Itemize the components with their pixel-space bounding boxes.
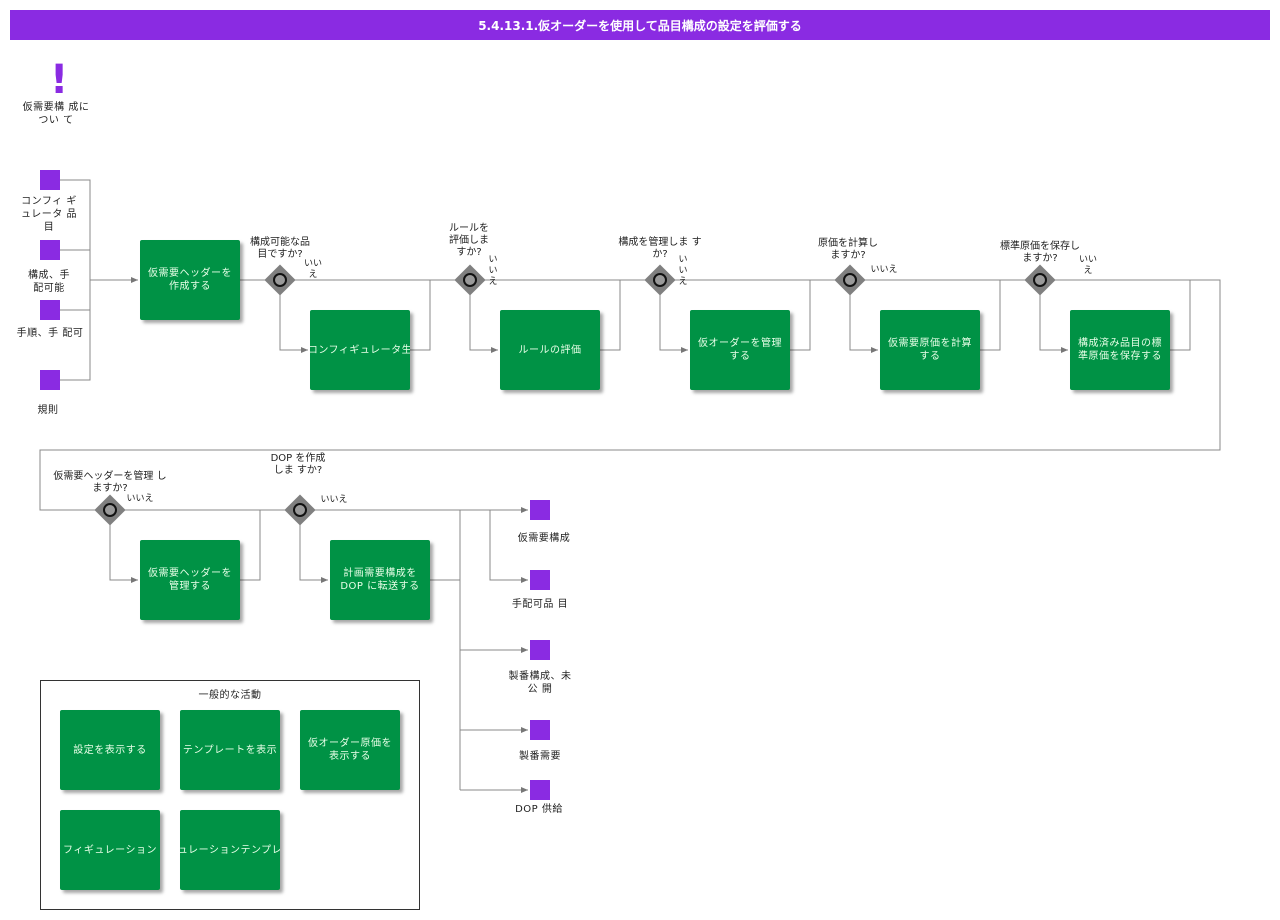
output-orderable-item[interactable] (530, 570, 550, 590)
input-label: コンフィ ギュレータ 品目 (21, 196, 77, 233)
task-configurator[interactable]: コンフィギュレータ生 (310, 310, 410, 390)
exclamation-icon: ! (50, 57, 69, 103)
task-calculate-cost[interactable]: 仮需要原価を計算 する (880, 310, 980, 390)
gateway-no-label: いいえ (870, 265, 898, 275)
gateway-question: DOP を作成しま すか? (270, 453, 326, 476)
task-save-standard-cost[interactable]: 構成済み品目の標 準原価を保存する (1070, 310, 1170, 390)
gateway-question: 構成可能な品 目ですか? (250, 237, 310, 260)
activity-show-settings[interactable]: 設定を表示する (60, 710, 160, 790)
task-manage-header[interactable]: 仮需要ヘッダーを 管理する (140, 540, 240, 620)
gateway-no-label: いい え (303, 259, 322, 280)
gateway-question: ルールを 評価しま すか? (449, 223, 489, 258)
output-planned-config[interactable] (530, 500, 550, 520)
diagram-title: 5.4.13.1.仮オーダーを使用して品目構成の設定を評価する (10, 10, 1270, 40)
gateway-question: 構成を管理しま すか? (618, 237, 702, 260)
general-activities-group (40, 680, 420, 910)
output-label: 仮需要構成 (517, 533, 571, 544)
output-order-config-unreleased[interactable] (530, 640, 550, 660)
input-configuration-orderable[interactable] (40, 240, 60, 260)
output-order-demand[interactable] (530, 720, 550, 740)
input-rules[interactable] (40, 370, 60, 390)
gateway-question: 仮需要ヘッダーを管理 しますか? (53, 471, 167, 494)
gateway-no-label: いい え (1078, 255, 1097, 276)
task-evaluate-rules[interactable]: ルールの評価 (500, 310, 600, 390)
gateway-no-label: いいえ (320, 495, 348, 505)
gateway-question: 原価を計算し ますか? (818, 238, 878, 261)
output-label: 製番構成、未 公 開 (508, 671, 572, 695)
activity-show-order-cost[interactable]: 仮オーダー原価を 表示する (300, 710, 400, 790)
input-label: 規則 (37, 405, 59, 416)
input-configurator-item[interactable] (40, 170, 60, 190)
task-transfer-to-dop[interactable]: 計画需要構成を DOP に転送する (330, 540, 430, 620)
output-label: 手配可品 目 (511, 599, 569, 610)
activity-show-template[interactable]: テンプレートを表示 (180, 710, 280, 790)
activity-configuration-template[interactable]: ュレーションテンプレ (180, 810, 280, 890)
output-label: 製番需要 (519, 751, 561, 762)
alert-label: 仮需要構 成につい て (22, 102, 90, 126)
output-label: DOP 供給 (515, 804, 563, 815)
activity-configuration[interactable]: フィギュレーション (60, 810, 160, 890)
gateway-no-label: いいえ (126, 494, 154, 504)
output-dop-supply[interactable] (530, 780, 550, 800)
input-label: 手順、手 配可 (16, 328, 84, 339)
general-activities-title: 一般的な活動 (198, 690, 262, 701)
gateway-no-label: い い え (678, 255, 688, 287)
gateway-no-label: い い え (488, 255, 498, 287)
task-manage-order[interactable]: 仮オーダーを管理 する (690, 310, 790, 390)
input-label: 構成、手 配可能 (28, 270, 70, 294)
task-create-header[interactable]: 仮需要ヘッダーを 作成する (140, 240, 240, 320)
gateway-question: 標準原価を保存し ますか? (1000, 241, 1080, 264)
input-procedure-orderable[interactable] (40, 300, 60, 320)
